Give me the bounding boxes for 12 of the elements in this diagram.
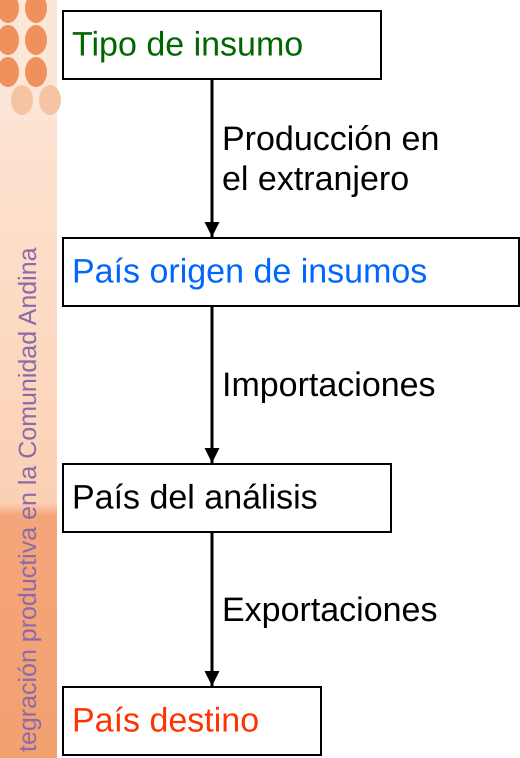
box-label: País del análisis <box>72 478 318 518</box>
box-label: País destino <box>72 702 260 740</box>
arrow <box>204 533 220 686</box>
sidebar-title: tegración productiva en la Comunidad Andina <box>14 247 43 752</box>
process-box <box>62 686 322 756</box>
process-box <box>62 463 392 533</box>
box-label: País origen de insumos <box>72 252 428 292</box>
arrow <box>204 307 220 463</box>
process-box <box>62 237 520 307</box>
box-label: Tipo de insumo <box>72 26 304 64</box>
process-box <box>62 10 382 80</box>
arrow <box>204 80 220 237</box>
